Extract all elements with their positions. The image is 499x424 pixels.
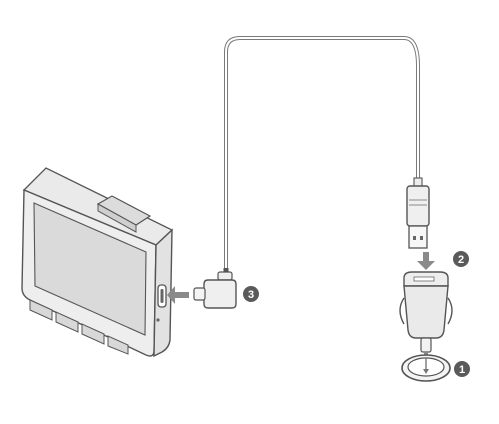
dashcam-usb-port-inner <box>160 289 164 303</box>
step-badge-3: 3 <box>243 286 259 302</box>
step-badge-1-label: 1 <box>459 364 465 376</box>
cigarette-lighter-socket <box>401 354 451 382</box>
arrow-into-charger <box>417 252 435 270</box>
dashcam-mount-side <box>97 203 137 233</box>
arrow-into-dashcam <box>167 286 189 304</box>
dashcam <box>21 167 174 358</box>
right-angle-usb-plug <box>193 268 237 309</box>
step-badge-2-label: 2 <box>458 254 464 266</box>
step-badge-1: 1 <box>454 361 470 377</box>
car-charger <box>399 271 453 357</box>
dashcam-reset-hole <box>156 318 160 322</box>
usb-a-plug <box>406 177 430 249</box>
dashcam-button-2 <box>55 311 79 333</box>
dashcam-button-3 <box>81 323 105 345</box>
dashcam-screen <box>33 202 147 336</box>
dashcam-button-4 <box>107 335 129 355</box>
dashcam-button-1 <box>29 299 53 321</box>
step-badge-2: 2 <box>453 251 469 267</box>
power-cable-core <box>225 37 419 270</box>
power-cable <box>224 36 420 270</box>
step-badge-3-label: 3 <box>248 289 254 301</box>
